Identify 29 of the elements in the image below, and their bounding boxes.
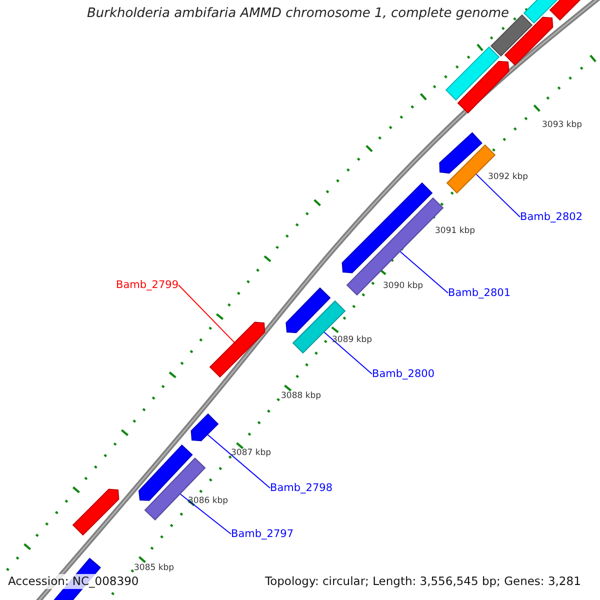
scale-label: 3088 kbp [281, 392, 322, 402]
leader-line [323, 331, 372, 375]
scale-label: 3087 kbp [231, 449, 272, 459]
scale-label: 3091 kbp [435, 227, 476, 237]
leader-line [399, 250, 448, 294]
leader-line [178, 284, 236, 344]
leader-line [180, 493, 232, 535]
gene-bar [190, 413, 219, 442]
leader-line [206, 434, 270, 489]
gene-label: Bamb_2800 [372, 368, 435, 380]
gene-bar [457, 60, 510, 114]
gene-bar [445, 46, 500, 101]
gene-label: Bamb_2798 [270, 482, 333, 494]
gene-label: Bamb_2797 [231, 528, 294, 540]
gene-label: Bamb_2801 [448, 287, 511, 300]
scale-label: 3085 kbp [134, 564, 174, 574]
gene-bar [286, 287, 331, 334]
gene-bar [72, 488, 120, 536]
scale-label: 3086 kbp [188, 497, 228, 507]
scale-label: 3093 kbp [542, 121, 582, 131]
scale-label: 3089 kbp [332, 336, 372, 346]
leader-line [475, 173, 520, 218]
gene-label: Bamb_2799 [116, 279, 179, 292]
scale-label: 3092 kbp [488, 173, 528, 183]
gene-bar [342, 182, 433, 274]
gene-label: Bamb_2802 [520, 211, 583, 224]
gene-bar [209, 322, 266, 378]
gene-bar [439, 132, 482, 174]
scale-label: 3090 kbp [383, 282, 424, 292]
